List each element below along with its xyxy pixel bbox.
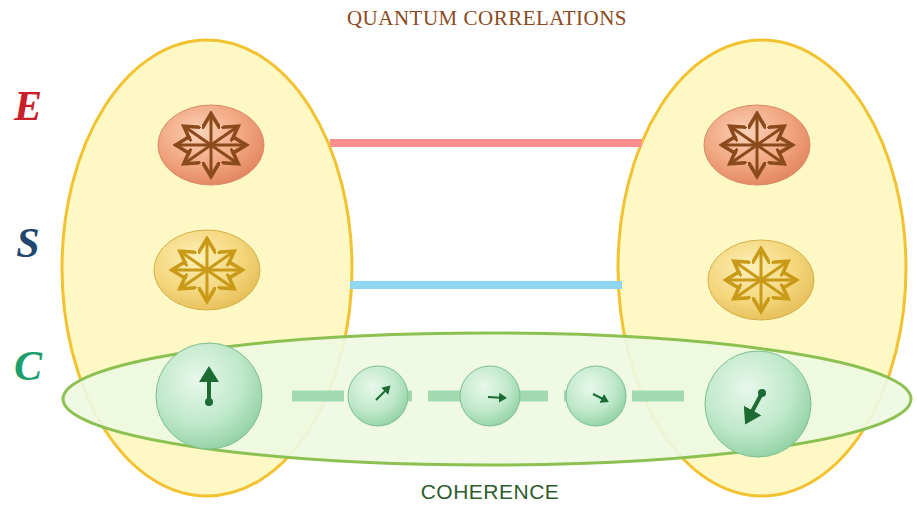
state-sphere [158,105,264,185]
mixed-state-arrows [177,115,245,175]
state-arrow [376,387,389,400]
row-letter-slot: E [14,83,42,129]
row-letter-slot: C [14,343,42,389]
state-dot [205,398,213,406]
state-sphere [154,230,260,310]
mixed-state-arrows [723,115,791,175]
row-letter: S [16,220,39,266]
state-sphere [704,105,810,185]
band-caption-slot: COHERENCE [421,480,560,503]
state-dot [758,389,766,397]
discord-link [350,281,622,289]
state-sphere [708,240,814,320]
state-sphere [348,366,408,426]
entanglement-link [330,139,642,147]
row-letter-slot: S [16,220,39,266]
diagram-title: QUANTUM CORRELATIONS [347,7,627,30]
state-arrow [207,370,211,402]
band-caption: COHERENCE [421,480,560,503]
state-sphere [566,366,626,426]
state-sphere [156,343,262,449]
state-arrow [593,394,607,401]
row-letter: E [14,83,42,129]
mixed-state-arrows [727,250,795,310]
coherence-band [63,333,911,465]
row-letter: C [14,343,42,389]
diagram-title-slot: QUANTUM CORRELATIONS [347,7,627,30]
state-sphere [705,351,811,457]
state-arrow [747,393,762,421]
mixed-state-arrows [173,240,241,300]
state-sphere [460,366,520,426]
state-arrow [488,397,505,398]
